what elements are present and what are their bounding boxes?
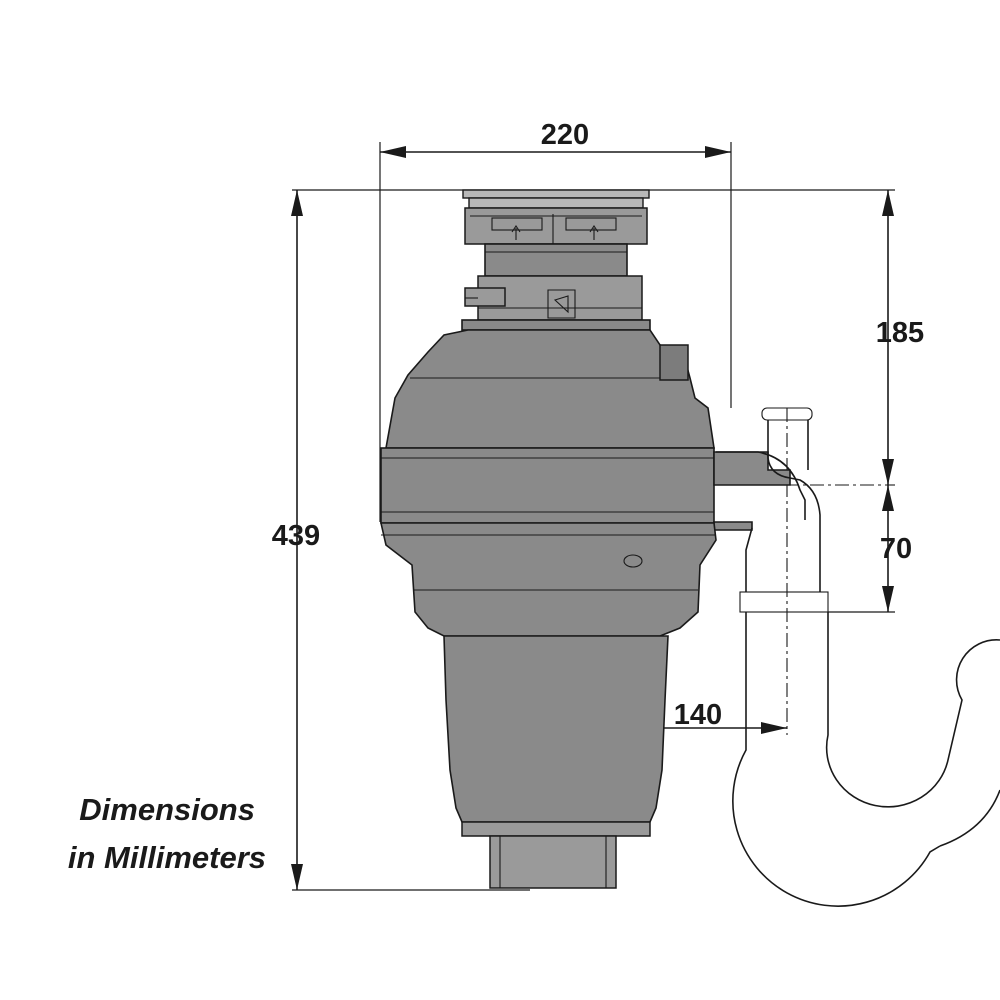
width-dimension-line: [380, 146, 731, 158]
height-label: 439: [272, 520, 320, 552]
arrow-up-icon: [589, 225, 599, 240]
outlet-to-trap-dimension-line: [882, 485, 894, 612]
height-dimension-line: [291, 190, 303, 890]
trap-inner: [825, 612, 1000, 808]
discharge-pipe: [716, 407, 1000, 907]
caption-line-2: in Millimeters: [68, 840, 266, 875]
trap-outer: [732, 612, 941, 907]
arrow-up-icon: [511, 225, 521, 240]
sink-flange: [462, 189, 650, 199]
lower-housing: [379, 522, 717, 637]
pipe-cap: [761, 407, 813, 421]
grinding-chamber: [443, 635, 669, 823]
slip-nut: [739, 591, 829, 613]
mounting-ring: [464, 207, 648, 245]
neck: [484, 243, 628, 277]
center-to-drain-label: 140: [674, 699, 722, 731]
vent-hole-icon: [623, 554, 643, 568]
drain-spout: [489, 835, 617, 889]
width-label: 220: [541, 119, 589, 151]
caption-line-1: Dimensions: [79, 792, 255, 827]
motor-housing: [380, 447, 715, 524]
disposer-unit: [379, 189, 791, 889]
top-to-outlet-dimension-line: [882, 190, 894, 485]
discharge-outlet: [713, 451, 791, 486]
outlet-to-trap-label: 70: [880, 533, 912, 565]
top-to-outlet-label: 185: [876, 317, 924, 349]
